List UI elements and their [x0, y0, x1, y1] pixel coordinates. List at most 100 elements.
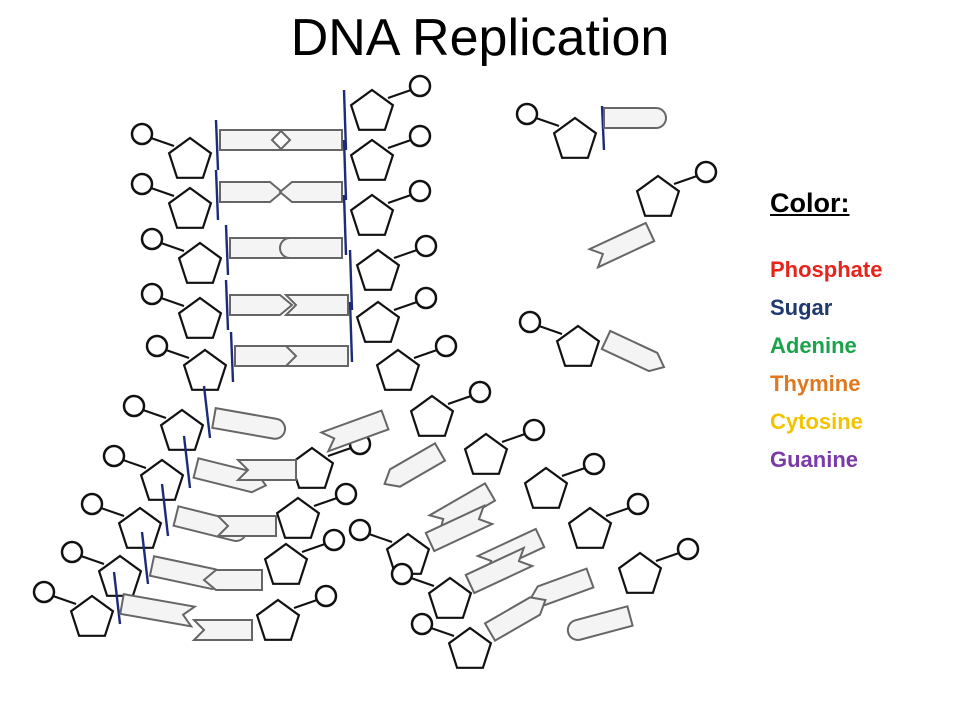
sugar-pentagon — [177, 241, 223, 284]
sugar-pentagon — [255, 598, 301, 641]
phosphate-circle — [390, 562, 414, 586]
backbone-bond — [202, 385, 212, 439]
nucleotide-left — [410, 596, 547, 669]
phosphate-circle — [408, 179, 432, 203]
legend-item-thymine: Thymine — [770, 371, 861, 396]
phosphate-bond — [301, 543, 326, 553]
phosphate-bond — [393, 301, 418, 311]
sugar-pentagon — [349, 88, 395, 131]
sugar-pentagon — [447, 626, 493, 669]
backbone-bond — [224, 279, 230, 331]
base-shape — [483, 596, 547, 643]
nucleotide-right — [426, 418, 546, 535]
backbone-bond — [229, 331, 235, 383]
phosphate-circle — [694, 160, 718, 184]
base — [229, 294, 294, 316]
base — [528, 567, 595, 607]
phosphate-circle — [140, 227, 164, 251]
nucleotide-left — [348, 503, 495, 575]
backbone-bond — [214, 119, 220, 171]
base-shape — [283, 345, 349, 367]
nucleotide-right — [283, 286, 438, 367]
sugar-pentagon — [182, 348, 228, 391]
base — [279, 237, 343, 259]
base-shape — [191, 619, 253, 641]
nucleotide-left — [130, 119, 285, 179]
nucleotide-left — [130, 169, 284, 229]
phosphate-circle — [322, 528, 346, 552]
base — [283, 345, 349, 367]
nucleotide-left — [80, 483, 248, 549]
free-nucleotide — [515, 102, 667, 159]
base-shape — [528, 567, 595, 607]
phosphate-bond — [387, 139, 412, 149]
nucleotide-right — [191, 584, 338, 641]
backbone-bond — [160, 483, 170, 537]
base-shape — [278, 181, 343, 203]
sugar-pentagon — [349, 193, 395, 236]
backbone-bond — [182, 435, 192, 489]
nucleotide-left — [145, 331, 298, 391]
nucleotide-right — [318, 334, 458, 454]
phosphate-circle — [130, 172, 154, 196]
phosphate-circle — [515, 102, 539, 126]
phosphate-circle — [145, 334, 169, 358]
base — [566, 605, 634, 641]
sugar-pentagon — [289, 446, 335, 489]
base-shape — [464, 545, 535, 595]
phosphate-circle — [414, 234, 438, 258]
free-nucleotide — [518, 310, 666, 373]
backbone-bond — [348, 249, 354, 311]
base — [219, 181, 284, 203]
sugar-pentagon — [427, 576, 473, 619]
phosphate-circle — [468, 380, 492, 404]
sugar-pentagon — [463, 432, 509, 475]
phosphate-circle — [522, 418, 546, 442]
phosphate-circle — [140, 282, 164, 306]
legend-item-adenine: Adenine — [770, 333, 857, 358]
sugar-pentagon — [97, 554, 143, 597]
base-shape — [211, 406, 287, 440]
sugar-pentagon — [167, 136, 213, 179]
sugar-pentagon — [635, 174, 681, 217]
phosphate-circle — [122, 394, 146, 418]
base — [277, 129, 343, 151]
backbone-bond — [214, 169, 220, 221]
phosphate-bond — [368, 533, 393, 543]
base — [283, 294, 349, 316]
base-shape — [424, 503, 495, 553]
sugar-pentagon — [523, 466, 569, 509]
sugar-pentagon — [69, 594, 115, 637]
phosphate-bond — [52, 595, 77, 605]
base-shape — [229, 294, 294, 316]
nucleotide-right — [528, 492, 650, 607]
phosphate-circle — [80, 492, 104, 516]
base — [383, 441, 447, 488]
sugar-pentagon — [555, 324, 601, 367]
phosphate-bond — [501, 433, 526, 443]
phosphate-bond — [655, 552, 680, 562]
phosphate-bond — [293, 599, 318, 609]
base-shape — [215, 515, 277, 537]
backbone-bond — [342, 89, 348, 151]
base-shape — [219, 181, 284, 203]
phosphate-bond — [160, 242, 185, 252]
phosphate-circle — [676, 537, 700, 561]
legend-item-sugar: Sugar — [770, 295, 833, 320]
phosphate-circle — [348, 518, 372, 542]
nucleotide-left — [102, 435, 268, 501]
backbone-bond — [348, 301, 354, 363]
base — [119, 592, 198, 628]
base-shape — [586, 221, 656, 270]
sugar-pentagon — [139, 458, 185, 501]
phosphate-bond — [447, 395, 472, 405]
base — [235, 459, 297, 481]
base-shape — [219, 129, 285, 151]
phosphate-circle — [102, 444, 126, 468]
base-shape — [202, 569, 263, 591]
phosphate-bond — [142, 409, 167, 419]
backbone-bond — [342, 194, 348, 256]
sugar-pentagon — [355, 248, 401, 291]
phosphate-circle — [32, 580, 56, 604]
phosphate-circle — [408, 124, 432, 148]
